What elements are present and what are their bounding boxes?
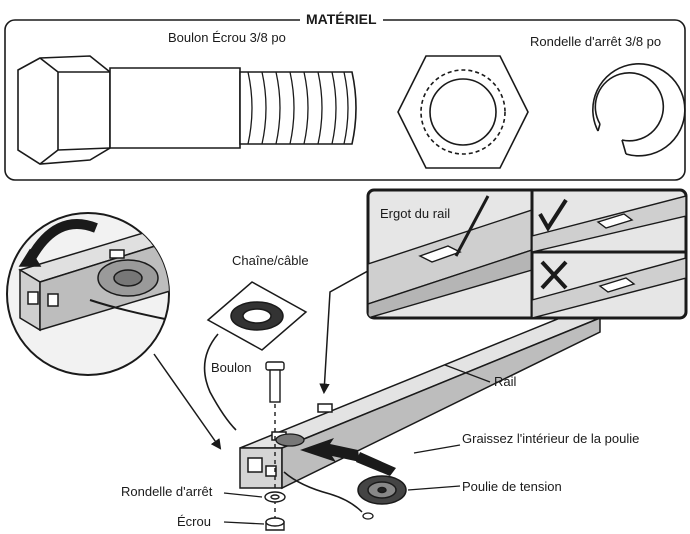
lock-washer-illustration xyxy=(592,63,686,157)
bolt-illustration xyxy=(17,55,357,165)
insertion-arrow xyxy=(300,438,360,462)
lock-washer-size-label: Rondelle d'arrêt 3/8 po xyxy=(530,34,662,49)
leader-lines xyxy=(223,364,491,525)
rail-tab-label: Ergot du rail xyxy=(380,206,451,221)
lock-washer-label: Rondelle d'arrêt xyxy=(121,484,213,499)
checkmark-icon xyxy=(538,198,568,232)
nut-label: Écrou xyxy=(177,514,211,529)
chain-cable-label: Chaîne/câble xyxy=(232,253,309,268)
cross-icon xyxy=(540,260,568,290)
section-title: MATÉRIEL xyxy=(300,11,383,27)
bolt-label: Boulon xyxy=(211,360,252,375)
nut-illustration xyxy=(397,55,529,169)
tension-pulley-illustration xyxy=(357,475,407,505)
chain-cable-illustration xyxy=(203,281,308,431)
inset-callout-arrow xyxy=(319,261,385,395)
tension-pulley-label: Poulie de tension xyxy=(462,479,562,494)
hardware-stack xyxy=(264,361,286,531)
grease-instruction-label: Graissez l'intérieur de la poulie xyxy=(462,431,640,446)
pulley-detail-callout xyxy=(6,212,170,376)
rail-tab-inset xyxy=(366,188,688,320)
rail-label: Rail xyxy=(494,374,517,389)
bolt-nut-label: Boulon Écrou 3/8 po xyxy=(168,30,286,45)
cable-line xyxy=(283,471,363,513)
pulley-in-rail xyxy=(275,433,305,447)
rail-illustration xyxy=(239,316,601,490)
circle-callout-arrow xyxy=(153,353,222,450)
